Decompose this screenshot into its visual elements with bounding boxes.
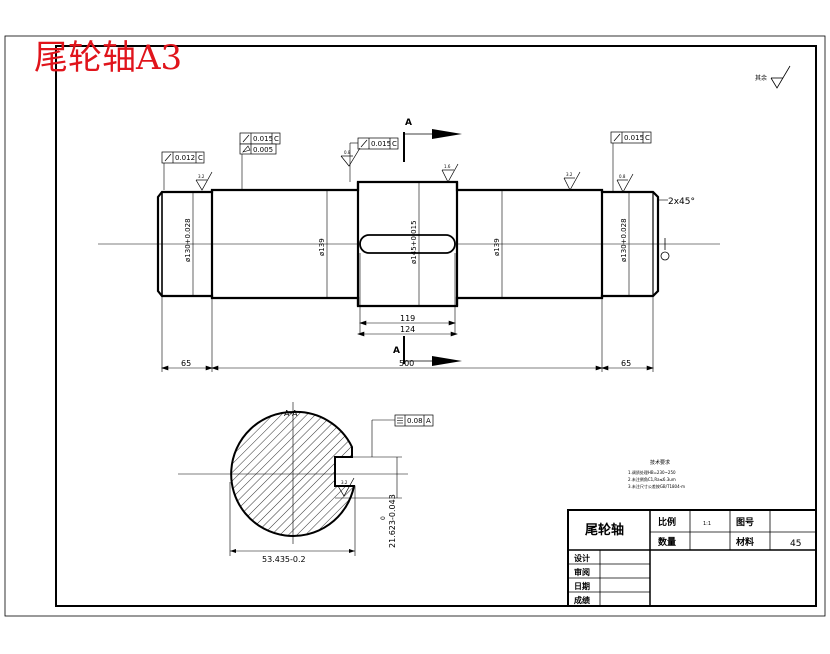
section-width: 53.435-0.2 (262, 555, 306, 564)
section-height: 21.623-0.043 (388, 494, 397, 548)
notes-heading: 技术要求 (650, 459, 670, 466)
section-arrow-bottom: A (393, 336, 462, 366)
title-date: 日期 (574, 581, 590, 591)
notes-line-3: 3.未注尺寸公差按GB/T1804-m (628, 483, 685, 489)
svg-text:A: A (405, 118, 412, 128)
roughness-other-note: 其余 (755, 65, 791, 89)
diameter-d1: ø130+0.028 (184, 218, 192, 262)
roughness-3: 1.6 (444, 164, 451, 169)
tolerance-frame-2: 0.015 C 0.005 (239, 132, 281, 190)
dim-key-len2: 124 (400, 325, 415, 334)
tolerance-value-6: 0.08 (407, 417, 423, 425)
svg-text:A: A (393, 346, 400, 356)
roughness-symbols (195, 147, 634, 193)
title-quantity-label: 数量 (658, 536, 676, 548)
chamfer-label: 2x45° (668, 197, 695, 207)
length-dimensions (161, 253, 654, 372)
tolerance-frame-1: 0.012 C (161, 151, 205, 190)
dim-main: 500 (399, 359, 414, 368)
diameter-d3: ø145+0.015 (410, 220, 418, 264)
diameter-dimensions (192, 182, 630, 306)
page-title: 尾轮轴A3 (34, 38, 183, 78)
svg-text:C: C (274, 135, 279, 143)
title-review: 审阅 (574, 567, 590, 577)
roughness-6: 3.2 (341, 480, 348, 485)
tolerance-value-1: 0.012 (175, 154, 195, 162)
technical-notes: 技术要求 1.调质处理HB=230~250 2.未注倒角C1,Ra≤6.3um … (628, 459, 685, 489)
tolerance-frame-3: 0.015 C (349, 137, 399, 182)
roughness-5: 0.8 (619, 174, 626, 179)
notes-line-2: 2.未注倒角C1,Ra≤6.3um (628, 476, 676, 482)
svg-text:C: C (198, 154, 203, 162)
section-label: A-A (284, 409, 298, 418)
title-part-name: 尾轮轴 (585, 522, 624, 538)
title-material-value: 45 (790, 539, 801, 549)
title-material-label: 材料 (735, 536, 754, 548)
diameter-d5: ø130+0.028 (620, 218, 628, 262)
outer-border (4, 35, 826, 617)
title-scale-value: 1:1 (703, 521, 711, 527)
notes-line-1: 1.调质处理HB=230~250 (628, 469, 676, 475)
svg-text:C: C (645, 134, 650, 142)
title-block (567, 509, 817, 607)
diameter-d2: ø139 (318, 238, 326, 256)
tolerance-value-5: 0.015 (624, 134, 644, 142)
tolerance-value-3: 0.005 (253, 146, 273, 154)
section-view: A-A 53.435-0.2 21.623-0.043 0 3.2 0.08 A (178, 402, 434, 564)
tolerance-value-4: 0.015 (371, 140, 391, 148)
svg-text:C: C (392, 140, 397, 148)
dim-end-left: 65 (181, 359, 191, 368)
title-scale-label: 比例 (658, 516, 676, 528)
title-grade: 成绩 (574, 595, 590, 605)
title-design: 设计 (574, 553, 590, 563)
roughness-2: 0.8 (344, 150, 351, 155)
dim-end-right: 65 (621, 359, 631, 368)
section-arrow-top: A (403, 118, 462, 162)
roughness-other-text: 其余 (755, 74, 767, 82)
diameter-d4: ø139 (493, 238, 501, 256)
roughness-1: 3.2 (198, 174, 205, 179)
section-zero: 0 (380, 516, 387, 520)
center-hole (660, 238, 670, 261)
keyway-slot (359, 234, 456, 254)
tolerance-value-2: 0.015 (253, 135, 273, 143)
tolerance-frame-4: 0.015 C (610, 131, 652, 192)
inner-frame (55, 45, 817, 607)
roughness-4: 3.2 (566, 172, 573, 177)
dim-key-len1: 119 (400, 314, 415, 323)
title-drawing-no-label: 图号 (736, 517, 754, 528)
svg-text:A: A (426, 417, 431, 425)
